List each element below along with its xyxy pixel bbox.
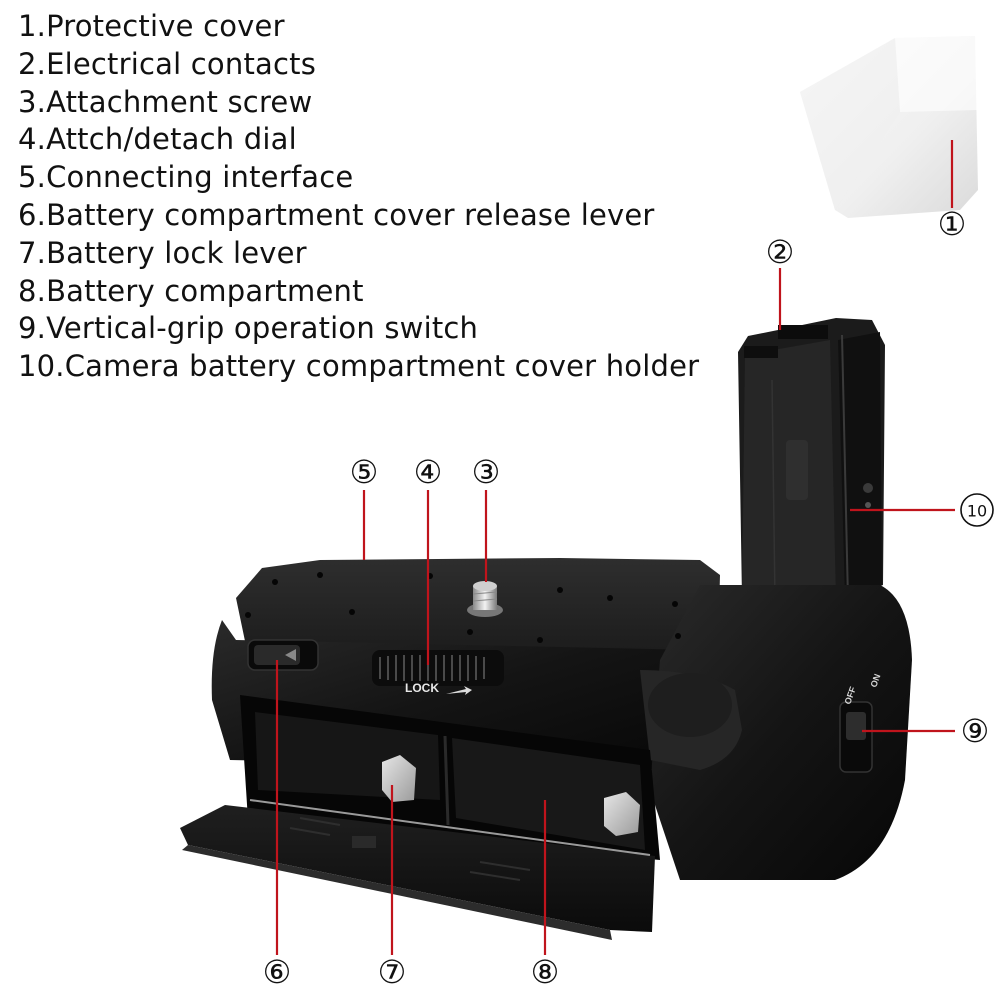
legend-item-9: 9.Vertical-grip operation switch — [18, 311, 479, 346]
legend-item-10: 10.Camera battery compartment cover hold… — [18, 349, 700, 384]
switch-on-label: ON — [868, 673, 882, 689]
battery-insert — [738, 318, 885, 610]
callout-5: ⑤ — [350, 453, 379, 491]
protective-cover — [800, 36, 978, 218]
attach-detach-dial: LOCK — [372, 650, 504, 695]
legend-item-8: 8.Battery compartment — [18, 273, 364, 308]
legend-item-5: 5.Connecting interface — [18, 160, 354, 195]
callout-8: ⑧ — [531, 953, 560, 991]
battery-door — [180, 799, 655, 940]
callout-3: ③ — [472, 453, 501, 491]
parts-legend: 1.Protective cover 2.Electrical contacts… — [18, 8, 699, 386]
callout-7: ⑦ — [378, 953, 407, 991]
legend-item-4: 4.Attch/detach dial — [18, 122, 297, 157]
legend-item-3: 3.Attachment screw — [18, 84, 313, 119]
battery-lock-lever — [382, 755, 640, 836]
lock-arrow-icon — [446, 686, 472, 695]
callout-6: ⑥ — [263, 953, 292, 991]
callout-9: ⑨ — [961, 712, 990, 750]
callout-1: ① — [938, 205, 967, 243]
cover-release-lever — [247, 639, 319, 671]
legend-item-7: 7.Battery lock lever — [18, 235, 307, 270]
callout-10: 10 — [967, 502, 987, 521]
callout-4: ④ — [414, 453, 443, 491]
battery-compartment — [240, 695, 660, 860]
callout-numbers: ① ② ③ ④ ⑤ ⑥ ⑦ ⑧ ⑨ 10 — [263, 205, 994, 991]
vertical-grip-switch: OFF ON — [839, 673, 882, 773]
legend-item-1: 1.Protective cover — [18, 9, 285, 43]
lock-label: LOCK — [405, 681, 439, 695]
callout-2: ② — [766, 233, 795, 271]
attachment-screw — [467, 581, 503, 617]
callout-10-circle — [960, 493, 994, 527]
release-arrow-icon — [285, 649, 296, 661]
legend-item-2: 2.Electrical contacts — [18, 46, 317, 81]
leader-lines — [275, 140, 955, 955]
legend-item-6: 6.Battery compartment cover release leve… — [18, 197, 655, 232]
